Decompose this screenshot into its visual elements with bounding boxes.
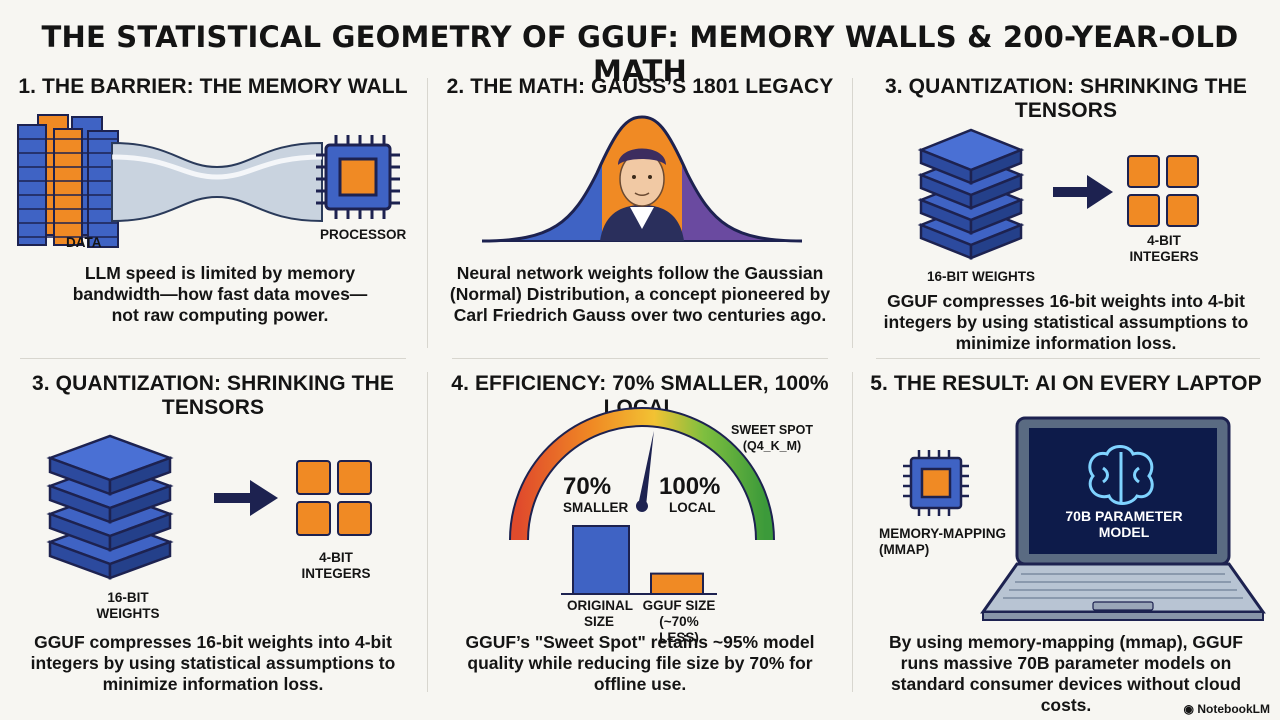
screen-label: 70B PARAMETER MODEL (1065, 508, 1183, 540)
gauge-needle (636, 430, 654, 512)
panel-description: GGUF compresses 16-bit weights into 4-bi… (30, 632, 396, 694)
processor-chip-icon (316, 135, 400, 219)
integer-grid-icon (1127, 155, 1199, 227)
stat-local-value: 100% (659, 473, 721, 500)
panel-description: Neural network weights follow the Gaussi… (449, 263, 831, 325)
label-data: DATA (66, 235, 102, 250)
divider-vertical-right (852, 78, 853, 348)
brand-text: NotebookLM (1197, 702, 1270, 716)
panel-memory-wall: 1. THE BARRIER: THE MEMORY WALL (0, 75, 426, 405)
arrow-right-icon (1053, 175, 1113, 209)
panel-description: By using memory-mapping (mmap), GGUF run… (889, 632, 1243, 715)
label-mmap: MEMORY-MAPPING (MMAP) (879, 526, 1007, 557)
label-bar-gguf: GGUF SIZE (~70% LESS) (642, 598, 716, 645)
gaussian-curve-icon (481, 115, 803, 243)
divider-horizontal-left (20, 358, 406, 359)
stat-local-label: LOCAL (669, 500, 716, 515)
tensor-stack-icon (917, 128, 1025, 260)
panel-heading: 1. THE BARRIER: THE MEMORY WALL (18, 75, 408, 98)
panel-heading: 2. THE MATH: GAUSS’S 1801 LEGACY (446, 75, 834, 98)
integer-grid-icon (296, 460, 372, 536)
panel-description: LLM speed is limited by memory bandwidth… (72, 263, 368, 325)
brand-icon: ◉ (1183, 702, 1198, 716)
memory-stack-icon (17, 114, 119, 248)
divider-horizontal-middle (452, 358, 828, 359)
gauge-icon (509, 407, 775, 541)
panel-description: GGUF’s "Sweet Spot" retains ~95% model q… (465, 632, 815, 694)
laptop-icon (980, 416, 1266, 621)
brand-label: ◉ NotebookLM (1184, 702, 1270, 716)
label-integers: 4-BIT INTEGERS (1129, 233, 1199, 264)
label-processor: PROCESSOR (320, 227, 407, 242)
panel-quantization-top: 3. QUANTIZATION: SHRINKING THE TENSORS 1… (853, 75, 1279, 405)
divider-vertical-left-bottom (427, 372, 428, 692)
label-weights: 16-BIT WEIGHTS (96, 590, 160, 621)
panel-heading: 3. QUANTIZATION: SHRINKING THE TENSORS (32, 372, 394, 419)
tensor-stack-icon (46, 434, 174, 580)
panel-description: GGUF compresses 16-bit weights into 4-bi… (883, 291, 1249, 353)
processor-chip-icon (903, 450, 969, 516)
bar-original-size (572, 525, 630, 595)
divider-vertical-left (427, 78, 428, 348)
brain-icon (1088, 445, 1154, 505)
stat-smaller-value: 70% (563, 473, 612, 500)
gauss-portrait-icon (600, 148, 684, 241)
panel-heading: 3. QUANTIZATION: SHRINKING THE TENSORS (885, 75, 1247, 122)
label-weights: 16-BIT WEIGHTS (927, 269, 1036, 284)
divider-horizontal-right (876, 358, 1260, 359)
label-integers: 4-BIT INTEGERS (301, 550, 371, 581)
panel-gauss: 2. THE MATH: GAUSS’S 1801 LEGACY Neural … (427, 75, 853, 405)
page-title: THE STATISTICAL GEOMETRY OF GGUF: MEMORY… (41, 20, 1239, 88)
label-bar-original: ORIGINAL SIZE (567, 598, 633, 629)
bandwidth-pipe (111, 141, 323, 223)
divider-vertical-right-bottom (852, 372, 853, 692)
label-sweet-spot: SWEET SPOT (Q4_K_M) (731, 423, 813, 453)
panel-efficiency: 4. EFFICIENCY: 70% SMALLER, 100% LOCAL S… (427, 372, 853, 702)
stat-smaller-label: SMALLER (563, 500, 629, 515)
panel-heading: 5. THE RESULT: AI ON EVERY LAPTOP (870, 372, 1262, 395)
bar-gguf-size (650, 572, 704, 595)
size-bar-chart (561, 525, 717, 595)
panel-result: 5. THE RESULT: AI ON EVERY LAPTOP MEMORY… (853, 372, 1279, 715)
arrow-right-icon (214, 480, 278, 516)
panel-quantization-bottom: 3. QUANTIZATION: SHRINKING THE TENSORS 1… (0, 372, 426, 702)
